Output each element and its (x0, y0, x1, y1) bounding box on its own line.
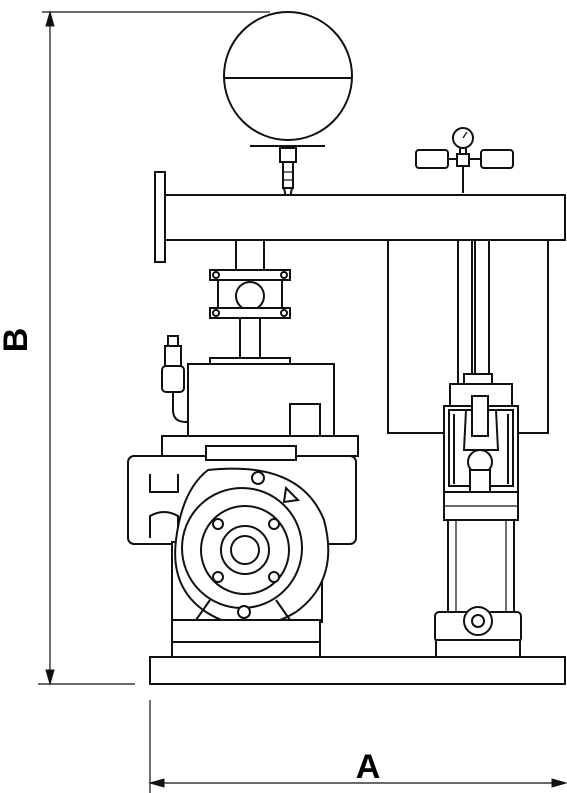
pump-volute (171, 467, 330, 627)
pressure-switch-right (480, 149, 514, 169)
dimension-a-label: A (356, 748, 381, 786)
dimension-b-arrow-bottom (45, 669, 55, 686)
dimension-a: A (148, 700, 567, 793)
valve-handwheel (235, 281, 265, 311)
vertical-multistage-pump (434, 373, 522, 658)
header-manifold (154, 171, 566, 263)
relief-valve (161, 335, 210, 423)
base-plate (149, 656, 566, 685)
dimension-b-arrow-top (45, 10, 55, 27)
pressure-switch-left (415, 149, 449, 169)
dimension-b-label: B (0, 328, 35, 353)
vertical-pump-pipe (457, 239, 490, 387)
dimension-a-arrow-left (148, 778, 165, 788)
expansion-tank (223, 11, 353, 199)
manifold-flange (154, 171, 166, 263)
dimension-a-arrow-right (551, 778, 567, 788)
pressure-gauge-assembly (415, 127, 514, 193)
terminal-box (289, 403, 321, 437)
dimension-b: B (0, 10, 270, 686)
pump-foot (171, 599, 321, 658)
